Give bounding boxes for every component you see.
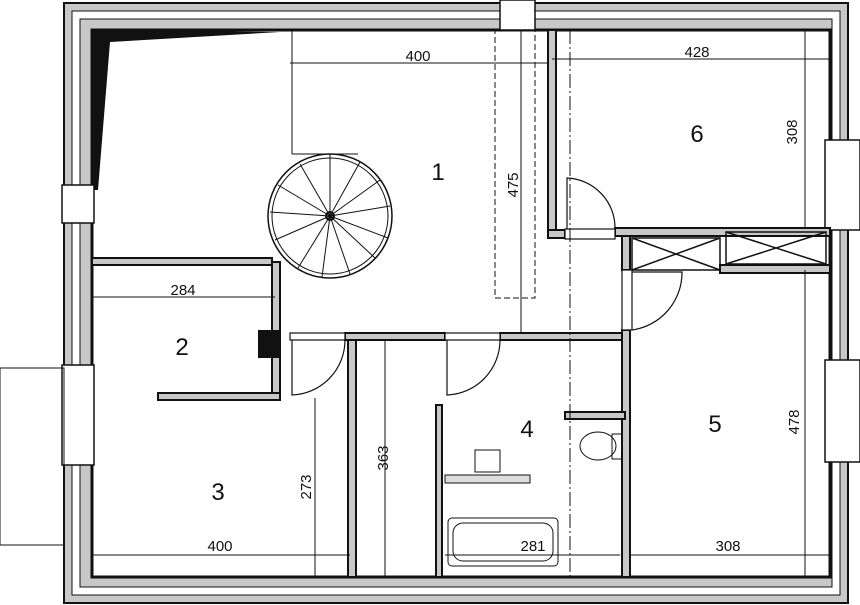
room-2-label: 2 bbox=[175, 334, 188, 361]
shafts bbox=[631, 231, 827, 271]
bathroom-fixtures bbox=[444, 431, 623, 567]
windows bbox=[61, 0, 860, 466]
window-top bbox=[499, 0, 536, 31]
room-4-label: 4 bbox=[520, 416, 533, 443]
doors bbox=[289, 177, 683, 396]
window-room1-left bbox=[61, 184, 95, 224]
dim-room5-depth: 478 bbox=[786, 409, 803, 434]
window-room3-left bbox=[61, 364, 95, 466]
dimension-lines bbox=[92, 30, 830, 577]
dim-room1-depth: 475 bbox=[505, 172, 522, 197]
room-3-label: 3 bbox=[211, 479, 224, 506]
chimney-block bbox=[258, 330, 280, 358]
window-room6-right bbox=[824, 139, 860, 231]
room-1-label: 1 bbox=[431, 159, 444, 186]
dim-room6-width: 428 bbox=[684, 44, 709, 61]
window-room5-right bbox=[824, 359, 860, 463]
dim-room4-width: 281 bbox=[520, 538, 545, 555]
spiral-staircase bbox=[267, 30, 393, 279]
terrace-outline bbox=[0, 367, 65, 546]
room-6-label: 6 bbox=[690, 121, 703, 148]
dim-room2-width: 284 bbox=[170, 282, 195, 299]
dim-room3-width: 400 bbox=[207, 538, 232, 555]
dim-room6-depth: 308 bbox=[784, 119, 801, 144]
interior-walls bbox=[91, 29, 831, 578]
dim-room5-width: 308 bbox=[715, 538, 740, 555]
duct-outline bbox=[494, 29, 536, 299]
dim-room1-width: 400 bbox=[405, 48, 430, 65]
room-5-label: 5 bbox=[708, 411, 721, 438]
dim-corridor-depth: 363 bbox=[375, 445, 392, 470]
dim-room3-depth: 273 bbox=[298, 474, 315, 499]
exterior-walls bbox=[63, 2, 849, 604]
